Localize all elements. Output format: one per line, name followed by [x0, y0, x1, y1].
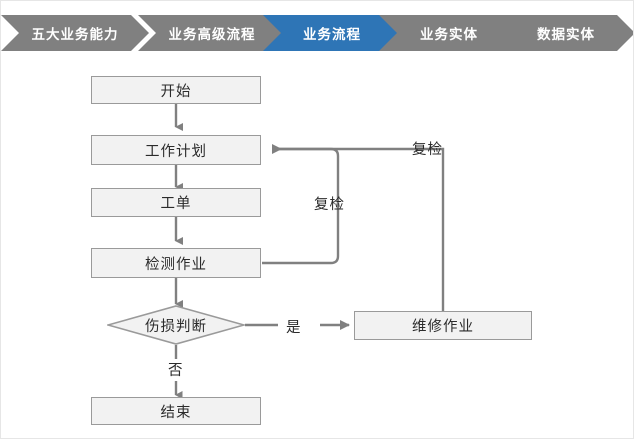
breadcrumb-item-5-label: 数据实体: [537, 27, 595, 42]
edge-label-recheck-inner: 复检: [314, 197, 345, 213]
chevron-shape-3-active: [263, 15, 401, 51]
breadcrumb-item-4-label: 业务实体: [420, 27, 478, 42]
breadcrumb-item-1[interactable]: 五大业务能力: [1, 15, 149, 51]
node-end-label: 结束: [160, 404, 192, 421]
node-inspection-task[interactable]: 检测作业: [91, 248, 261, 278]
edge-label-recheck-outer: 复检: [412, 142, 443, 158]
breadcrumb-item-2-label: 业务高级流程: [168, 27, 256, 42]
breadcrumb: 五大业务能力 业务高级流程 业务流程 业务实体 数据实体: [1, 15, 633, 51]
chevron-shape-1: [1, 15, 149, 51]
node-work-plan-label: 工作计划: [145, 143, 207, 160]
edge-repair-to-plan-recheck: [273, 147, 445, 311]
breadcrumb-item-3[interactable]: 业务流程: [263, 15, 401, 51]
node-repair-task[interactable]: 维修作业: [354, 311, 532, 340]
node-damage-decision-label: 伤损判断: [145, 318, 207, 335]
node-start-label: 开始: [160, 83, 192, 100]
node-work-order-label: 工单: [160, 196, 192, 212]
chevron-shape-5: [497, 15, 633, 51]
node-inspection-task-label: 检测作业: [145, 256, 207, 273]
chevron-shape-4: [379, 15, 519, 51]
breadcrumb-item-5[interactable]: 数据实体: [497, 15, 633, 51]
edge-label-no: 否: [168, 363, 184, 379]
breadcrumb-item-4[interactable]: 业务实体: [379, 15, 519, 51]
node-work-order[interactable]: 工单: [91, 188, 261, 217]
chevron-shape-2: [138, 15, 286, 51]
breadcrumb-item-3-label: 业务流程: [303, 27, 361, 42]
node-damage-decision[interactable]: 伤损判断: [107, 305, 245, 345]
node-start[interactable]: 开始: [91, 76, 261, 104]
node-repair-task-label: 维修作业: [412, 319, 474, 335]
edge-label-yes: 是: [286, 320, 302, 336]
node-work-plan[interactable]: 工作计划: [91, 135, 261, 165]
diamond-shape: [107, 305, 245, 345]
breadcrumb-item-2[interactable]: 业务高级流程: [138, 15, 286, 51]
breadcrumb-item-1-label: 五大业务能力: [31, 27, 119, 42]
node-end[interactable]: 结束: [91, 397, 261, 425]
